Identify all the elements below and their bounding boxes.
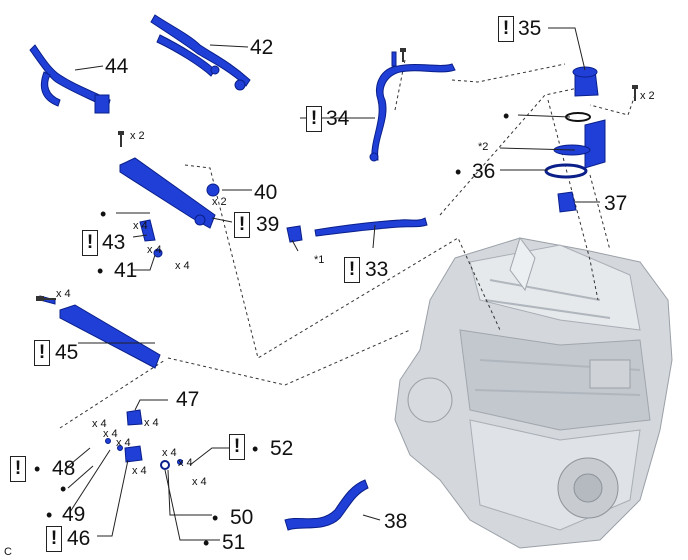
part-label-34: 34 [326, 107, 350, 130]
qty-label-41a: x 4 [147, 244, 162, 256]
bullet-41: • [97, 261, 104, 281]
qty-label-41b: x 4 [175, 260, 190, 272]
bullet-49: • [46, 505, 53, 525]
qty-label-52: x 4 [192, 476, 207, 488]
part-label-40: 40 [254, 181, 278, 204]
part-label-52: 52 [270, 437, 294, 460]
parts-group [29, 14, 606, 531]
bullet-48: • [34, 459, 41, 479]
corner-code: C [4, 546, 12, 558]
part-label-48: 48 [52, 457, 76, 480]
engine-block [394, 236, 673, 549]
bullet-oring: • [503, 106, 510, 126]
warning-box-35: ! [498, 16, 514, 42]
warning-box-45: ! [34, 340, 50, 366]
bullet-50: • [212, 508, 219, 528]
part-label-37: 37 [604, 192, 628, 215]
qty-label-43: x 4 [133, 220, 148, 232]
warning-box-34: ! [306, 106, 322, 132]
warning-box-43: ! [82, 230, 98, 256]
qty-label-47: x 4 [144, 417, 159, 429]
part-label-50: 50 [230, 506, 254, 529]
part-label-44: 44 [105, 55, 129, 78]
part-label-43: 43 [102, 231, 126, 254]
warning-box-39: ! [234, 212, 250, 238]
warning-box-48: ! [10, 456, 26, 482]
part-label-51: 51 [222, 531, 246, 554]
part-label-46: 46 [67, 527, 91, 550]
warning-box-46: ! [46, 526, 62, 552]
qty-label-bolt-35: x 2 [640, 90, 655, 102]
leader-lines [65, 27, 600, 541]
part-label-47: 47 [176, 388, 200, 411]
qty-label-46b: x 4 [132, 465, 147, 477]
note-label-1: *1 [314, 254, 325, 266]
part-label-33: 33 [365, 258, 389, 281]
bullet-36: • [455, 162, 462, 182]
part-label-41: 41 [114, 259, 138, 282]
qty-label-51a: x 4 [178, 457, 193, 469]
bullet-51: • [203, 533, 210, 553]
qty-label-48b: x 4 [103, 428, 118, 440]
warning-box-33: ! [344, 257, 360, 283]
part-label-45: 45 [55, 341, 79, 364]
qty-label-bolt-39: x 2 [130, 130, 145, 142]
bullet-extra: • [60, 479, 67, 499]
bullet-52: • [252, 439, 259, 459]
qty-label-50: x 4 [162, 447, 177, 459]
bullet-gasket: • [100, 204, 107, 224]
qty-label-45: x 4 [56, 288, 71, 300]
bolts [36, 48, 638, 301]
part-label-39: 39 [256, 213, 280, 236]
part-label-38: 38 [384, 510, 408, 533]
part-label-36: 36 [472, 160, 496, 183]
part-label-49: 49 [62, 503, 86, 526]
note-label-2: *2 [478, 141, 489, 153]
qty-label-40: x 2 [212, 196, 227, 208]
part-label-42: 42 [250, 36, 274, 59]
qty-label-46a: x 4 [116, 437, 131, 449]
warning-box-52: ! [229, 434, 245, 460]
qty-label-48a: x 4 [92, 418, 107, 430]
part-label-35: 35 [518, 17, 542, 40]
